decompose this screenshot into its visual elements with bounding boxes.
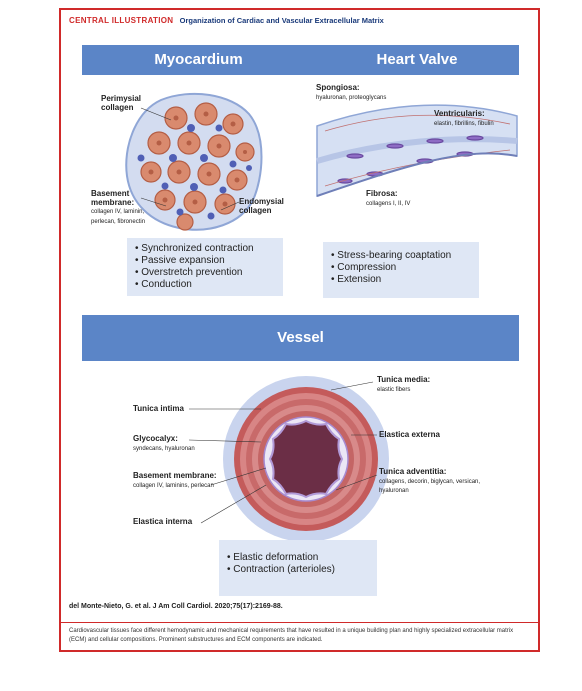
tunica-media-label: Tunica media: elastic fibers <box>377 375 431 393</box>
myocardium-function-item: • Synchronized contraction <box>135 243 254 254</box>
myocardium-function-item: • Passive expansion <box>135 255 225 266</box>
vessel-functions-panel: • Elastic deformation • Contraction (art… <box>219 540 377 596</box>
vessel-leader-lines <box>188 381 378 524</box>
myocardium-basement-membrane-label: Basement membrane: collagen IV, laminin,… <box>91 189 146 225</box>
heart-valve-function-item: • Stress-bearing coaptation <box>331 250 452 261</box>
tunica-intima-label: Tunica intima <box>133 404 184 413</box>
myocardium-function-item: • Conduction <box>135 279 192 290</box>
myocardium-title: Myocardium <box>82 45 315 75</box>
header-title: Organization of Cardiac and Vascular Ext… <box>179 16 384 25</box>
heart-valve-title: Heart Valve <box>315 45 519 75</box>
vessel-function-item: • Elastic deformation <box>227 552 319 563</box>
figure-caption: Cardiovascular tissues face different he… <box>61 622 538 649</box>
heart-valve-functions-panel: • Stress-bearing coaptation • Compressio… <box>323 242 479 298</box>
perimysial-collagen-label: Perimysial collagen <box>101 94 142 112</box>
heart-valve-tissue-illustration <box>316 104 518 198</box>
myocardium-functions-panel: • Synchronized contraction • Passive exp… <box>127 238 283 296</box>
fibrosa-label: Fibrosa: collagens I, II, IV <box>366 189 411 207</box>
heart-valve-function-item: • Compression <box>331 262 397 273</box>
citation: del Monte-Nieto, G. et al. J Am Coll Car… <box>69 603 283 610</box>
central-illustration-frame: CENTRAL ILLUSTRATION Organization of Car… <box>59 8 540 652</box>
endomysial-collagen-label: Endomysial collagen <box>239 197 284 215</box>
spongiosa-label: Spongiosa: hyaluronan, proteoglycans <box>316 83 387 101</box>
tunica-adventitia-label: Tunica adventitia: collagens, decorin, b… <box>379 467 481 494</box>
vessel-basement-membrane-label: Basement membrane: collagen IV, laminins… <box>133 471 217 489</box>
vessel-cross-section-illustration <box>223 376 389 542</box>
heart-valve-function-item: • Extension <box>331 274 382 285</box>
ventricularis-label: Ventricularis: elastin, fibrillins, fibu… <box>434 109 494 127</box>
elastica-externa-label: Elastica externa <box>379 430 440 439</box>
header-label: CENTRAL ILLUSTRATION <box>69 16 174 25</box>
vessel-title: Vessel <box>82 315 519 361</box>
perimysial-leader-line <box>140 107 240 211</box>
vessel-function-item: • Contraction (arterioles) <box>227 564 335 575</box>
illustration-header: CENTRAL ILLUSTRATION Organization of Car… <box>69 16 384 25</box>
myocardium-tissue-illustration <box>125 92 263 231</box>
elastica-interna-label: Elastica interna <box>133 517 193 526</box>
glycocalyx-label: Glycocalyx: syndecans, hyaluronan <box>133 434 195 452</box>
myocardium-function-item: • Overstretch prevention <box>135 267 243 278</box>
